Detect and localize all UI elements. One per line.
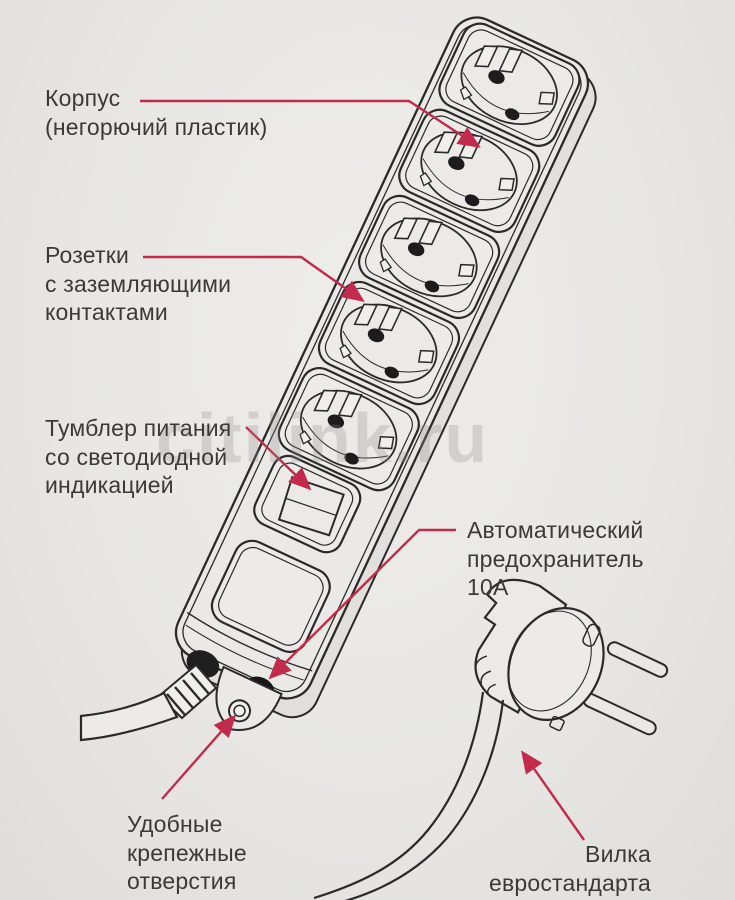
- label-plug: Вилка евростандарта: [400, 840, 651, 897]
- label-sockets-line3: контактами: [45, 299, 168, 325]
- plug-cord: [313, 691, 505, 900]
- label-switch-line1: Тумблер питания: [45, 415, 232, 441]
- plug-pin-top: [606, 641, 669, 678]
- label-switch-line3: индикацией: [45, 472, 174, 498]
- strip-blank-panel: [210, 539, 331, 653]
- label-plug-line1: Вилка: [585, 841, 651, 867]
- label-mounting-line3: отверстия: [127, 868, 237, 894]
- label-switch-line2: со светодиодной: [45, 443, 228, 470]
- label-fuse-line1: Автоматический: [467, 517, 644, 543]
- callout-arrow-switch: [245, 426, 312, 491]
- euro-plug-drawing: [474, 578, 669, 736]
- label-fuse-line3: 10А: [467, 574, 509, 600]
- callout-arrow-sockets: [143, 255, 365, 302]
- label-fuse: Автоматический предохранитель 10А: [467, 516, 644, 602]
- label-sockets: Розетки с заземляющими контактами: [45, 241, 231, 327]
- power-cord: [79, 691, 179, 742]
- callout-arrow-plug: [521, 750, 585, 841]
- plug-pin-bottom: [582, 692, 657, 736]
- power-strip-drawing: [174, 16, 597, 732]
- strain-relief: [157, 663, 218, 720]
- label-plug-line2: евростандарта: [488, 869, 651, 896]
- label-sockets-line1: Розетки: [45, 242, 130, 268]
- label-mounting-line2: крепежные: [127, 839, 247, 866]
- label-switch: Тумблер питания со светодиодной индикаци…: [45, 414, 231, 500]
- label-sockets-line2: с заземляющими: [45, 270, 232, 297]
- plug-face: [507, 606, 605, 722]
- label-mounting-line1: Удобные: [127, 811, 223, 837]
- label-fuse-line2: предохранитель: [467, 545, 644, 572]
- label-mounting: Удобные крепежные отверстия: [127, 810, 247, 896]
- callout-arrow-mounting: [161, 714, 237, 800]
- power-switch: [253, 454, 362, 554]
- callout-arrow-body: [140, 99, 481, 148]
- label-body: Корпус (негорючий пластик): [45, 84, 268, 141]
- label-body-line1: Корпус: [45, 85, 121, 111]
- label-body-line2: (негорючий пластик): [45, 113, 268, 140]
- callout-arrow-fuse: [268, 528, 456, 680]
